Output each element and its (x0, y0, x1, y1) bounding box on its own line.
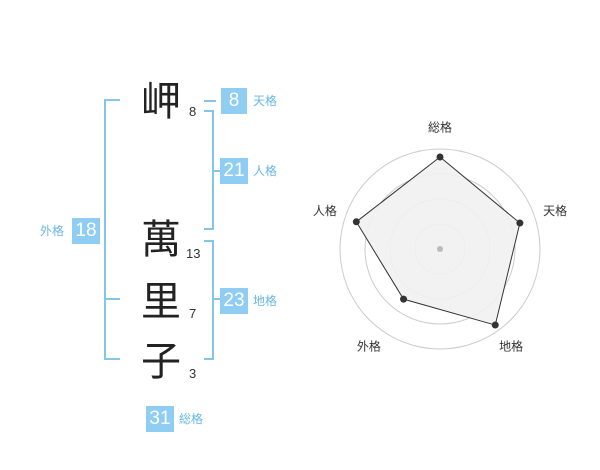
jinkaku-label: 人格 (253, 164, 278, 178)
gaikaku-value: 18 (72, 218, 100, 244)
tenkaku-value: 8 (221, 88, 247, 114)
radar-axis-label: 天格 (543, 203, 567, 218)
radar-center-dot (437, 246, 443, 252)
soukaku-value: 31 (146, 406, 174, 432)
name-char-1: 岬 (141, 79, 181, 125)
name-char-3: 里 (141, 279, 181, 325)
jinkaku-value: 21 (220, 158, 248, 184)
name-char-2: 萬 (141, 217, 181, 263)
radar-axis-label: 外格 (357, 338, 381, 353)
name-char-3-strokes: 7 (189, 306, 197, 321)
radar-point-4 (400, 295, 408, 303)
gaikaku-label: 外格 (40, 224, 65, 238)
name-char-4: 子 (141, 339, 181, 385)
name-char-4-strokes: 3 (189, 366, 197, 381)
tenkaku-connector (204, 100, 216, 102)
radar-point-1 (436, 153, 444, 161)
tenkaku-label: 天格 (253, 94, 278, 108)
radar-axis-label: 総格 (428, 120, 452, 135)
radar-point-2 (516, 219, 524, 227)
chikaku-label: 地格 (253, 294, 278, 308)
radar-point-5 (352, 218, 360, 226)
radar-grid-ring (339, 148, 541, 350)
radar-axis-label: 人格 (313, 203, 337, 218)
soukaku-label: 総格 (179, 412, 204, 426)
radar-area (355, 156, 521, 326)
chikaku-value: 23 (220, 288, 248, 314)
radar-point-3 (491, 321, 499, 329)
name-char-1-strokes: 8 (189, 104, 197, 119)
radar-points (352, 153, 524, 329)
name-char-2-strokes: 13 (186, 246, 201, 261)
radar-axis-label: 地格 (499, 338, 523, 353)
